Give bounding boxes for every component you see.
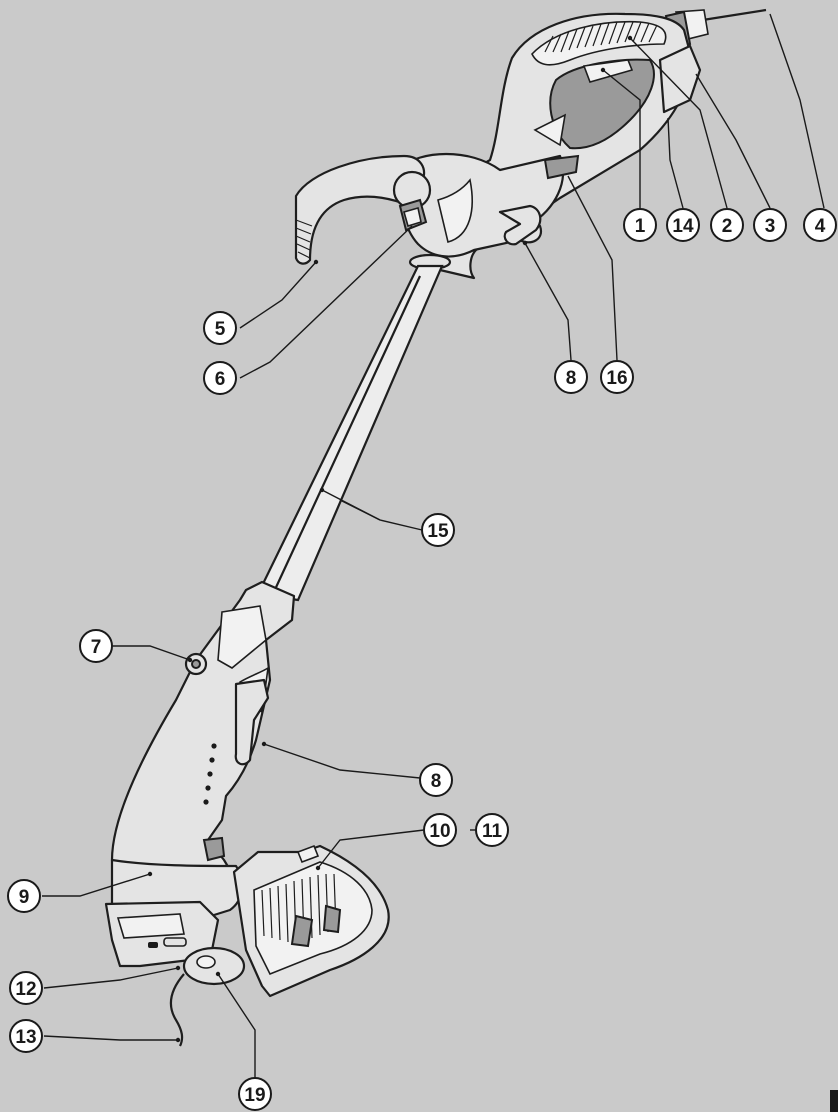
telescopic-shaft [256,264,444,602]
callout-11: 11 [475,813,509,847]
trimmer-illustration [104,8,767,1047]
svg-text:9: 9 [19,887,30,908]
svg-text:8: 8 [431,771,442,792]
cutting-line [169,973,185,1047]
svg-text:8: 8 [566,368,577,389]
svg-text:7: 7 [91,637,102,658]
switch-trigger [582,59,634,83]
callout-2: 2 [710,208,744,242]
guard-grille [261,873,337,943]
hook-lower [234,678,270,766]
svg-text:2: 2 [722,216,733,237]
svg-text:5: 5 [215,319,226,340]
svg-text:3: 3 [765,216,776,237]
svg-text:14: 14 [672,216,694,237]
svg-text:11: 11 [482,821,503,842]
callout-7: 7 [79,629,113,663]
callout-10: 10 [423,813,457,847]
svg-text:10: 10 [429,821,450,842]
callout-12: 12 [9,971,43,1005]
svg-text:6: 6 [215,369,226,390]
handle-grip-hatching [544,21,658,53]
callout-19: 19 [238,1077,272,1111]
callout-16: 16 [600,360,634,394]
callouts: 1 14 2 3 4 5 6 8 [7,208,837,1111]
callout-3: 3 [753,208,787,242]
callout-13: 13 [9,1019,43,1053]
spool-cover [182,946,246,986]
page-edge-mark [830,1090,838,1112]
svg-text:19: 19 [244,1085,265,1106]
callout-8-lower: 8 [419,763,453,797]
side-vents [203,743,217,805]
svg-text:13: 13 [15,1027,36,1048]
svg-text:16: 16 [606,368,627,389]
leader-lines [42,13,825,1080]
callout-9: 9 [7,879,41,913]
callout-8-upper: 8 [554,360,588,394]
aux-handle-grip-hatching [295,219,313,259]
callout-1: 1 [623,208,657,242]
callout-14: 14 [666,208,700,242]
svg-text:12: 12 [15,979,36,1000]
auxiliary-handle [294,154,426,265]
hook-upper [498,204,542,246]
callout-6: 6 [203,361,237,395]
callout-5: 5 [203,311,237,345]
callout-15: 15 [421,513,455,547]
svg-text:1: 1 [635,216,646,237]
svg-text:15: 15 [427,521,449,542]
callout-4: 4 [803,208,837,242]
svg-text:4: 4 [815,216,826,237]
